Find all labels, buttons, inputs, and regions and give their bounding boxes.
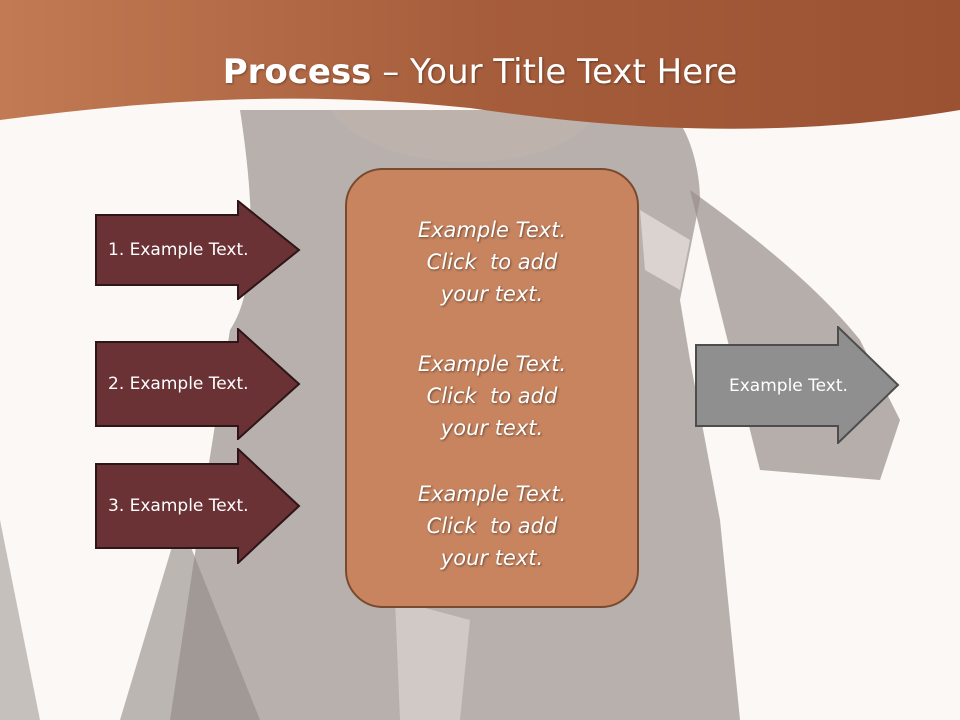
left-arrow-3-label: 3. Example Text.	[108, 496, 249, 516]
left-arrow-3[interactable]: 3. Example Text.	[95, 448, 301, 564]
left-arrow-1[interactable]: 1. Example Text.	[95, 200, 301, 300]
slide-title: Process – Your Title Text Here	[0, 52, 960, 92]
center-text-box[interactable]: Example Text. Click to add your text. Ex…	[345, 168, 639, 608]
title-bold: Process	[222, 52, 372, 92]
center-item-2: Example Text. Click to add your text.	[417, 352, 567, 440]
title-rest: – Your Title Text Here	[371, 52, 738, 92]
left-arrow-2-label: 2. Example Text.	[108, 374, 249, 394]
left-arrow-2[interactable]: 2. Example Text.	[95, 328, 301, 440]
center-item-3: Example Text. Click to add your text.	[417, 482, 567, 570]
right-arrow-label: Example Text.	[729, 375, 848, 396]
header-band	[0, 0, 960, 129]
left-arrow-1-label: 1. Example Text.	[108, 240, 249, 260]
center-item-1: Example Text. Click to add your text.	[417, 218, 567, 306]
right-arrow[interactable]: Example Text.	[695, 326, 901, 444]
